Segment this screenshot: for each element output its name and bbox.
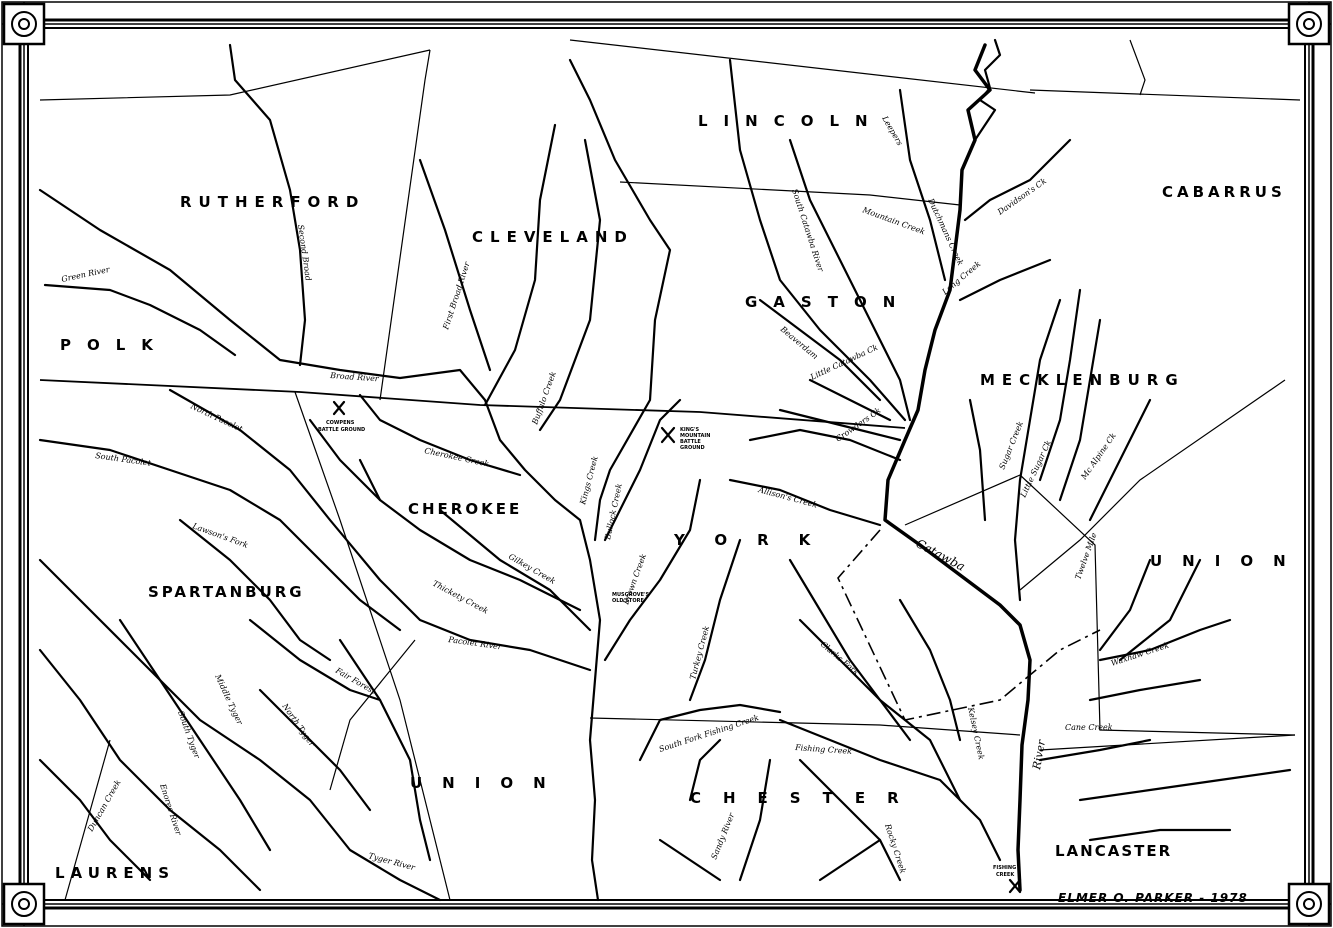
stream-label: Buffalo Creek: [530, 370, 558, 426]
stream-label: Cherokee Creek: [424, 446, 490, 469]
county-label-lancaster: LANCASTER: [1055, 842, 1172, 860]
stream-label: Leepers: [880, 114, 905, 148]
stream-label: South Catawba River: [790, 188, 826, 274]
stream-label: Allison's Creek: [757, 485, 819, 510]
county-label-mecklenburg: MECKLENBURG: [980, 371, 1185, 389]
site-label: MUSGROVE'S: [612, 592, 650, 598]
county-label-york: YORK: [673, 531, 840, 549]
site-kings-mountain: KING'S MOUNTAIN BATTLE GROUND: [660, 426, 710, 451]
site-label: BATTLE GROUND: [318, 427, 365, 433]
battle-cross-icon: [1008, 878, 1022, 894]
site-label: COWPENS: [326, 420, 355, 426]
stream-label: South Fork Fishing Creek: [658, 713, 760, 754]
stream-label: Davidson's Ck: [995, 176, 1048, 217]
stream-label: Clarks Fork: [819, 640, 861, 677]
stream-label: Catawba: [914, 536, 968, 573]
stream-label: Pacolet River: [447, 635, 504, 652]
stream-label: Fishing Creek: [794, 743, 853, 756]
site-label: CREEK: [996, 872, 1015, 878]
county-label-union-nc: UNION: [1150, 552, 1306, 570]
county-label-union-sc: UNION: [410, 774, 566, 792]
site-label: GROUND: [680, 445, 705, 451]
stream-label: Enoree River: [158, 782, 184, 838]
indian-boundary: [837, 529, 1101, 721]
stream-label: Green River: [61, 265, 112, 284]
stream-label: Second Broad: [296, 224, 313, 281]
stream-label: Little Catawba Ck: [808, 343, 879, 383]
county-label-laurens: LAURENS: [55, 864, 175, 882]
stream-label: Mountain Creek: [860, 205, 926, 236]
stream-label: North Pacolet: [188, 401, 244, 434]
stream-label: Bullock Creek: [603, 483, 624, 542]
corner-ornament-icon: [1287, 2, 1331, 46]
state-line: [39, 379, 906, 429]
county-label-cabarrus: CABARRUS: [1162, 183, 1286, 201]
stream-label: Thickety Creek: [431, 579, 490, 616]
corner-ornament-icon: [2, 882, 46, 926]
stream-label: North Tyger: [280, 701, 317, 749]
site-label: BATTLE: [680, 439, 701, 445]
site-label: FISHING: [993, 865, 1016, 871]
county-label-polk: POLK: [60, 336, 169, 354]
county-boundaries: [39, 39, 1301, 901]
stream-label: Sugar Creek: [998, 420, 1026, 471]
stream-label: Sandy River: [710, 811, 737, 861]
corner-ornament-icon: [1287, 882, 1331, 926]
stream-label: Kings Creek: [578, 455, 600, 506]
map-signature: ELMER O. PARKER - 1978: [1058, 891, 1248, 905]
stream-label: Kelsey Creek: [966, 706, 986, 761]
stream-label: Cane Creek: [1065, 723, 1113, 732]
site-fishing-creek: FISHING CREEK: [993, 865, 1022, 894]
site-label: KING'S: [680, 427, 700, 433]
site-label: MOUNTAIN: [680, 433, 710, 439]
site-label: OLD STORE: [612, 598, 644, 604]
battle-cross-icon: [660, 426, 676, 444]
county-label-gaston: GASTON: [745, 293, 911, 311]
county-label-spartanburg: SPARTANBURG: [148, 583, 305, 601]
stream-label: River: [1030, 738, 1048, 771]
stream-label: Broad River: [329, 371, 380, 384]
waterways: [38, 38, 1292, 902]
stream-label: Middle Tyger: [213, 672, 245, 727]
county-label-cleveland: CLEVELAND: [472, 228, 634, 246]
corner-ornament-icon: [2, 2, 46, 46]
site-musgroves: MUSGROVE'S OLD STORE: [612, 592, 650, 604]
county-label-rutherford: RUTHERFORD: [180, 193, 365, 211]
county-label-lincoln: LINCOLN: [698, 112, 884, 130]
stream-label: Tyger River: [367, 851, 417, 872]
stream-label: Rocky Creek: [883, 822, 908, 875]
county-label-chester: CHESTER: [690, 789, 921, 807]
county-label-cherokee: CHEROKEE: [408, 500, 522, 518]
stream-label: Little Sugar Ck: [1018, 439, 1053, 500]
battle-cross-icon: [332, 400, 346, 416]
site-cowpens: COWPENS BATTLE GROUND: [318, 400, 365, 433]
